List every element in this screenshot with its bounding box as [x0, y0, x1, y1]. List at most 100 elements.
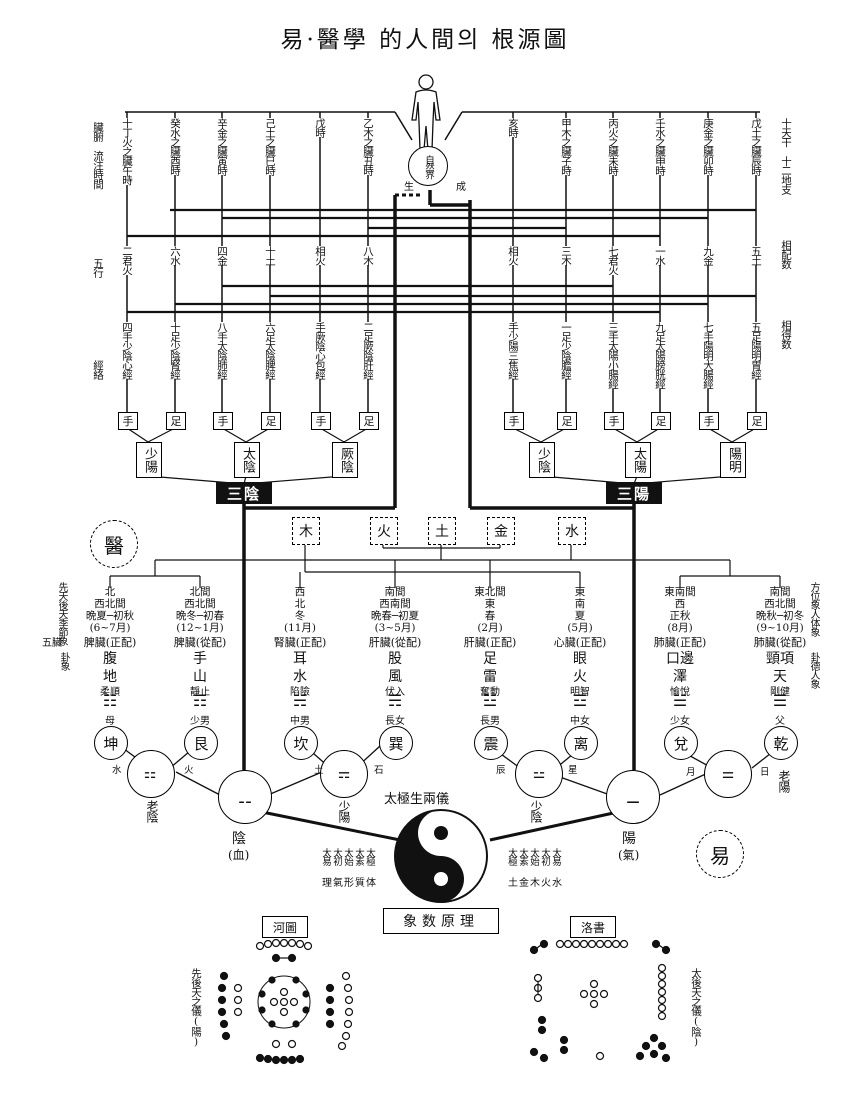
wuxing-column-label: 四金 [216, 246, 228, 265]
taiji-right-sub: 木 [530, 878, 540, 889]
trigram-virtue: 剛健 [770, 687, 790, 698]
trigram-family: 長女 [385, 716, 405, 727]
trigram-heading: 東北間 東 春 (2月) [474, 586, 506, 634]
yang-label: 陽 [622, 831, 636, 847]
trigram-nature: 水 [293, 669, 307, 685]
foot-box: 足 [261, 412, 281, 430]
meridian-column-label: 六足太陰脾經 [264, 322, 276, 379]
old-yang-symbol: ⚌ [704, 750, 752, 798]
foot-box: 足 [747, 412, 767, 430]
wuxing-column-label: 七君火 [607, 246, 619, 275]
old-yin-symbol: ⚏ [127, 750, 175, 798]
trigram-body: 頸項 [766, 651, 794, 667]
taiji-right-term: 太初 [539, 848, 550, 865]
hand-box: 手 [604, 412, 624, 430]
meridian-column-label: 四手少陰心經 [121, 322, 133, 379]
channel-group-box: 太陽 [625, 442, 651, 478]
hetu-diagram [217, 938, 354, 1065]
trigram-organ: 肺臟(從配) [753, 636, 807, 649]
trigram-symbol-icon: ☱ [672, 691, 688, 710]
taiji-left-term: 太易 [320, 848, 331, 865]
organ-column-label: 丙火之臟未時 [607, 118, 619, 175]
taiji-left-sub: 理 [322, 878, 332, 889]
san-yin-block: 三陰 [216, 482, 272, 504]
organ-column-label: 甲木之臟子時 [560, 118, 572, 175]
trigram-organ: 心臟(正配) [553, 636, 607, 649]
element-box: 金 [487, 517, 515, 545]
hand-box: 手 [118, 412, 138, 430]
trigram-heading: 東南間 西 正秋 (8月) [664, 586, 696, 634]
wuxing-column-label: 相火 [314, 246, 326, 265]
trigram-nature: 雷 [483, 669, 497, 685]
taiji-left-term: 太初 [331, 848, 342, 865]
element-box: 火 [370, 517, 398, 545]
wuxing-column-label: 相火 [507, 246, 519, 265]
wuxing-column-label: 十土 [264, 246, 276, 265]
luoshu-label: 洛書 [570, 916, 616, 938]
trigram-family: 少女 [670, 716, 690, 727]
trigram-nature: 地 [103, 669, 117, 685]
wuxing-column-label: 八木 [362, 246, 374, 265]
cheng-label: 成 [456, 182, 466, 193]
taiji-right-term: 太始 [528, 848, 539, 865]
small-label: 辰 [496, 765, 506, 776]
page-title: 易·醫學 的人間의 根源圖 [280, 27, 570, 53]
xiangshu-box: 象数原理 [383, 908, 499, 934]
meridian-column-label: 七手陽明大腸經 [702, 322, 714, 389]
label-xiangpei: 相配数 [780, 240, 792, 269]
small-label: 日 [760, 767, 770, 778]
nature-circle: 自然界 [408, 146, 448, 186]
trigram-body: 股 [388, 651, 402, 667]
foot-box: 足 [557, 412, 577, 430]
label-old-yang: 老陽 [777, 770, 791, 792]
human-figure-icon [411, 74, 441, 151]
right-label-b: 卦德人象 [808, 652, 819, 688]
trigram-organ: 肝臟(從配) [368, 636, 422, 649]
trigram-symbol-icon: ☲ [572, 691, 588, 710]
trigram-family: 少男 [190, 716, 210, 727]
taiji-right-term: 太極 [506, 848, 517, 865]
label-zangfu: 臟腑 流注時間 [92, 122, 104, 189]
trigram-virtue: 奮動 [480, 687, 500, 698]
yang-symbol: ⚊ [606, 770, 660, 824]
organ-column-label: 癸水之臟酉時 [169, 118, 181, 175]
foot-box: 足 [359, 412, 379, 430]
trigram-name-circle: 乾 [764, 726, 798, 760]
organ-column-label: 己土之臟巳時 [264, 118, 276, 175]
trigram-heading: 北間 西北間 晩冬─初春 (12~1月) [175, 586, 225, 634]
trigram-organ: 腎臟(正配) [273, 636, 327, 649]
trigram-body: 腹 [103, 651, 117, 667]
wuxing-column-label: 三木 [560, 246, 572, 265]
trigram-virtue: 愉悅 [670, 687, 690, 698]
trigram-name-circle: 艮 [184, 726, 218, 760]
luoshu-side-label: 太後天之儀(陰) [690, 968, 702, 1047]
taiji-left-sub: 体 [366, 878, 376, 889]
trigram-virtue: 陷險 [290, 687, 310, 698]
left-label-a: 先天後天季節象 [56, 582, 67, 645]
hand-box: 手 [311, 412, 331, 430]
organ-column-label: 乙木之臟丑時 [362, 118, 374, 175]
label-old-yin: 老陰 [145, 800, 159, 822]
trigram-heading: 北 西北間 晩夏─初秋 (6~7月) [85, 586, 135, 634]
wuxing-column-label: 六水 [169, 246, 181, 265]
organ-column-label: 戊土之臟辰時 [750, 118, 762, 175]
trigram-virtue: 柔順 [100, 687, 120, 698]
label-wuxing: 五行 [92, 258, 104, 277]
trigram-body: 足 [483, 651, 497, 667]
organ-column-label: 壬水之臟申時 [654, 118, 666, 175]
label-young-yin: 少陰 [529, 800, 543, 822]
small-label: 石 [374, 765, 384, 776]
hetu-label: 河圖 [262, 916, 308, 938]
meridian-column-label: 一足少陰膽經 [560, 322, 572, 379]
trigram-symbol-icon: ☷ [102, 691, 118, 710]
label-xiangde: 相得数 [780, 320, 792, 349]
organ-column-label: 辛金之臟寅時 [216, 118, 228, 175]
trigram-symbol-icon: ☴ [387, 691, 403, 710]
trigram-name-circle: 巽 [379, 726, 413, 760]
taiji-left-term: 太素 [353, 848, 364, 865]
meridian-column-label: 九足太陽膀胱經 [654, 322, 666, 389]
wuxing-column-label: 二君火 [121, 246, 133, 275]
hand-box: 手 [213, 412, 233, 430]
trigram-virtue: 伏入 [385, 687, 405, 698]
taiji-right-term: 太易 [550, 848, 561, 865]
